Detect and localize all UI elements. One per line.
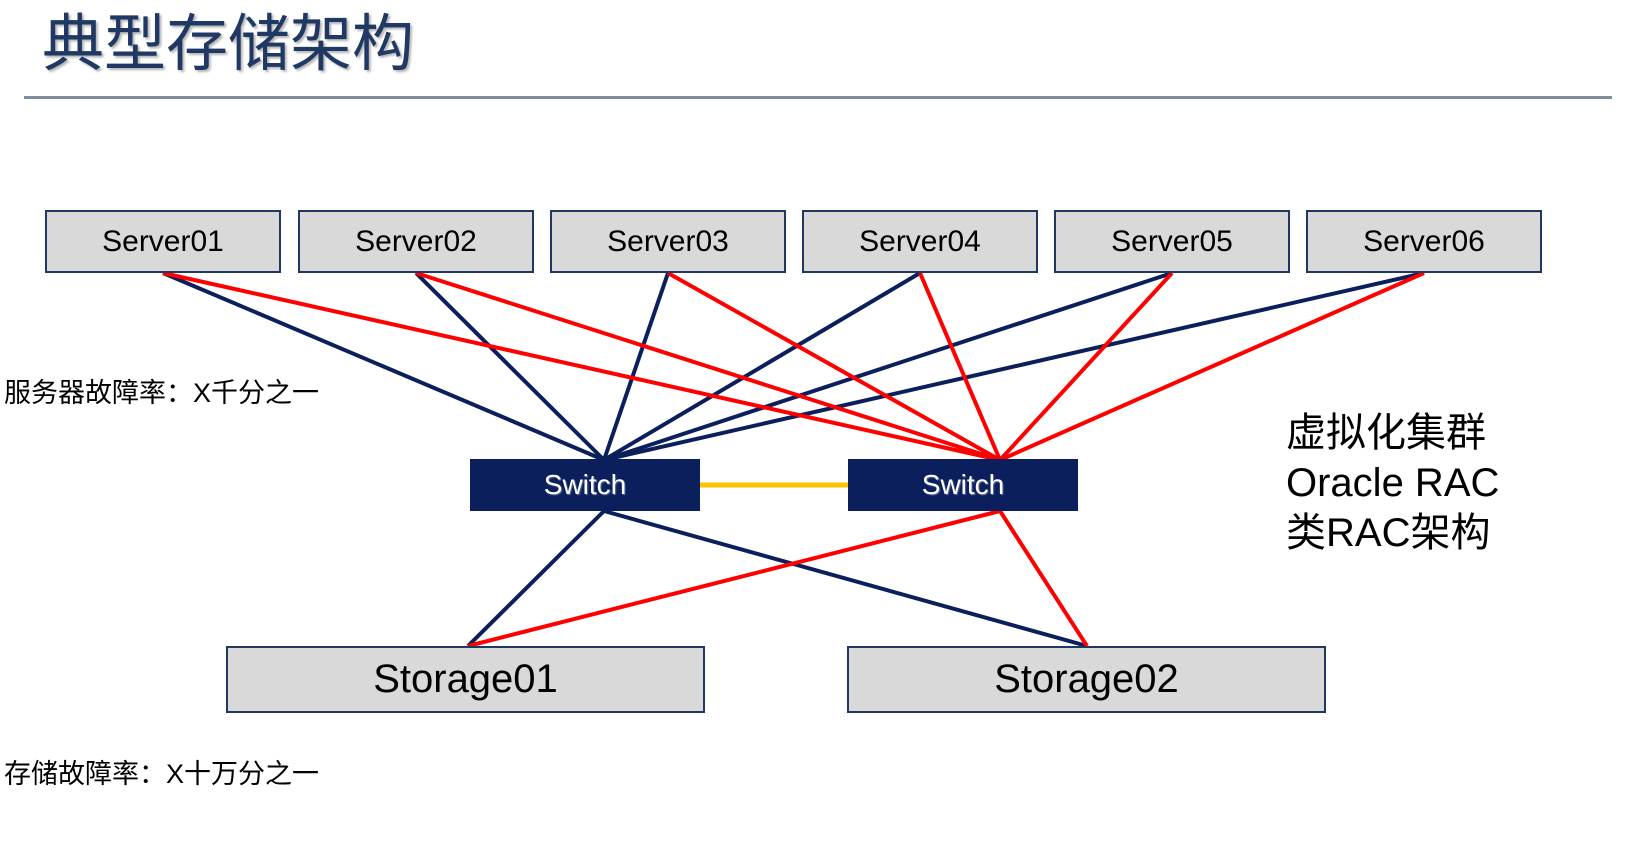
cluster-note-line-3: 类RAC架构 bbox=[1286, 511, 1491, 555]
cluster-note-line-2: Oracle RAC bbox=[1286, 461, 1500, 505]
server-failure-rate-note: 服务器故障率：X千分之一 bbox=[4, 378, 320, 408]
storage-failure-rate-note: 存储故障率：X十万分之一 bbox=[4, 759, 320, 789]
server-node-3[interactable]: Server03 bbox=[550, 210, 786, 273]
server-node-6[interactable]: Server06 bbox=[1306, 210, 1542, 273]
link-server-switch-secondary-3 bbox=[667, 271, 1001, 462]
switch-node-1[interactable]: Switch bbox=[470, 459, 700, 511]
cluster-architecture-note: 虚拟化集群 Oracle RAC 类RAC架构 bbox=[1286, 408, 1499, 558]
cluster-note-line-1: 虚拟化集群 bbox=[1286, 411, 1486, 455]
link-server-switch-secondary-2 bbox=[415, 271, 1001, 462]
storage-node-2[interactable]: Storage02 bbox=[847, 646, 1326, 713]
link-server-switch-secondary-5 bbox=[998, 271, 1174, 462]
link-switch-storage-secondary-2 bbox=[998, 509, 1089, 648]
link-switch-storage-primary-2 bbox=[603, 509, 1088, 648]
server-node-1[interactable]: Server01 bbox=[45, 210, 281, 273]
link-server-switch-primary-3 bbox=[602, 272, 670, 461]
server-node-2[interactable]: Server02 bbox=[298, 210, 534, 273]
link-server-switch-secondary-6 bbox=[999, 271, 1425, 462]
link-server-switch-secondary-1 bbox=[162, 271, 1001, 462]
page-title: 典型存储架构 bbox=[42, 10, 415, 79]
server-node-5[interactable]: Server05 bbox=[1054, 210, 1290, 273]
link-switch-storage-primary-1 bbox=[466, 509, 606, 648]
title-divider bbox=[24, 96, 1612, 99]
link-server-switch-primary-5 bbox=[603, 271, 1173, 462]
link-server-switch-primary-4 bbox=[602, 271, 922, 462]
switch-node-2[interactable]: Switch bbox=[848, 459, 1078, 511]
link-switch-storage-secondary-1 bbox=[467, 509, 1001, 648]
link-server-switch-primary-1 bbox=[162, 271, 605, 462]
link-server-switch-primary-6 bbox=[603, 271, 1425, 462]
link-server-switch-secondary-4 bbox=[918, 272, 1002, 461]
storage-node-1[interactable]: Storage01 bbox=[226, 646, 705, 713]
server-node-4[interactable]: Server04 bbox=[802, 210, 1038, 273]
link-server-switch-primary-2 bbox=[414, 271, 606, 462]
